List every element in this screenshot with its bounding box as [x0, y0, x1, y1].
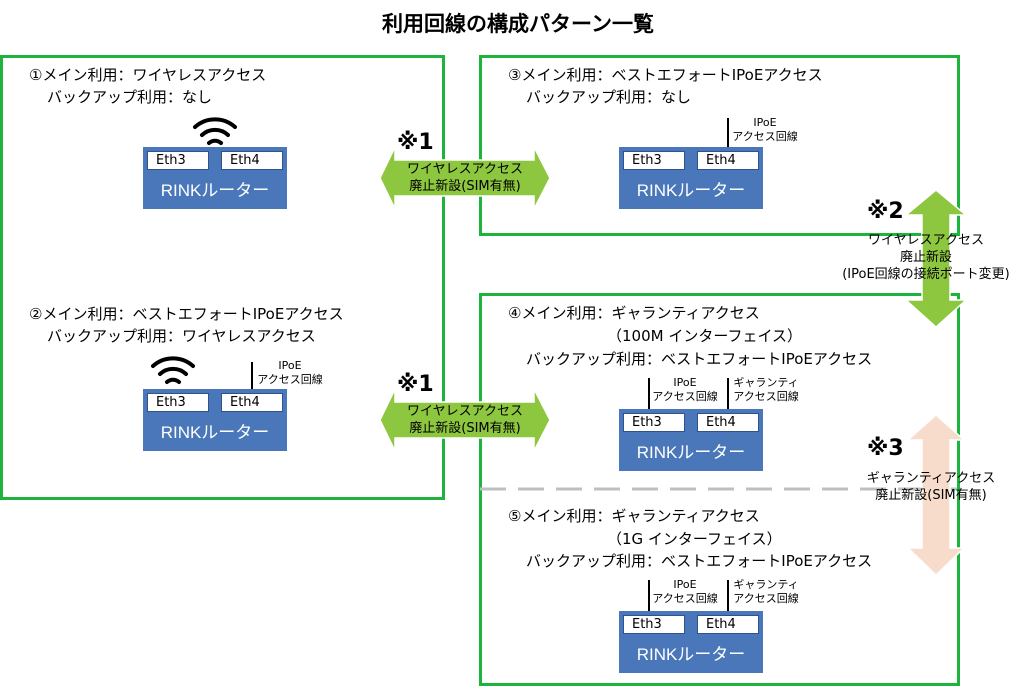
pattern1-backup: バックアップ利用：なし	[47, 88, 213, 106]
port-eth4: Eth4	[697, 151, 759, 170]
wifi-icon	[151, 356, 195, 384]
cable-guarantee	[727, 580, 729, 612]
router-pattern5: Eth3 Eth4 RINKルーター	[619, 611, 763, 673]
cable-ipoe	[727, 118, 729, 150]
router-pattern1: Eth3 Eth4 RINKルーター	[143, 147, 287, 209]
note1-top-mark: ※1	[397, 130, 434, 155]
port-eth3: Eth3	[147, 393, 209, 412]
arrow-note2	[903, 189, 969, 329]
note2-mark: ※2	[867, 199, 904, 224]
cable-label-guarantee: ギャランティ アクセス回線	[733, 376, 799, 403]
port-eth4: Eth4	[221, 393, 283, 412]
note1-bottom-mark: ※1	[397, 372, 434, 397]
note3-mark: ※3	[867, 436, 904, 461]
arrow-note1-top	[379, 146, 551, 210]
cable-label-guarantee: ギャランティ アクセス回線	[733, 578, 799, 605]
arrow-note1-bottom	[379, 388, 551, 452]
pattern5-sub: （1G インターフェイス）	[607, 530, 782, 548]
page-title: 利用回線の構成パターン一覧	[382, 12, 654, 36]
cable-label-ipoe: IPoE アクセス回線	[652, 376, 718, 403]
pattern4-sub: （100M インターフェイス）	[607, 327, 802, 345]
cable-guarantee	[727, 378, 729, 410]
router-label: RINKルーター	[636, 645, 746, 664]
cable-ipoe	[251, 362, 253, 394]
note1-bottom-text: ワイヤレスアクセス 廃止新設(SIM有無)	[407, 404, 523, 436]
port-eth3: Eth3	[623, 413, 685, 432]
router-label: RINKルーター	[636, 181, 746, 200]
pattern4-backup: バックアップ利用：ベストエフォートIPoEアクセス	[526, 350, 873, 368]
note1-top-text: ワイヤレスアクセス 廃止新設(SIM有無)	[407, 162, 523, 194]
wifi-icon	[193, 117, 237, 145]
pattern1-main: ①メイン利用：ワイヤレスアクセス	[29, 66, 267, 84]
pattern3-backup: バックアップ利用：なし	[526, 88, 692, 106]
port-eth4: Eth4	[697, 615, 759, 634]
router-pattern4: Eth3 Eth4 RINKルーター	[619, 409, 763, 471]
frame-right-top	[479, 55, 960, 236]
router-label: RINKルーター	[636, 443, 746, 462]
cable-ipoe	[648, 378, 650, 410]
pattern5-backup: バックアップ利用：ベストエフォートIPoEアクセス	[526, 552, 873, 570]
cable-label-ipoe: IPoE アクセス回線	[257, 359, 323, 386]
router-pattern2: Eth3 Eth4 RINKルーター	[143, 389, 287, 451]
port-eth3: Eth3	[623, 151, 685, 170]
cable-ipoe	[648, 580, 650, 612]
frame-left	[0, 55, 445, 500]
port-eth4: Eth4	[221, 151, 283, 170]
cable-label-ipoe: IPoE アクセス回線	[652, 578, 718, 605]
pattern3-main: ③メイン利用：ベストエフォートIPoEアクセス	[508, 66, 823, 84]
arrow-note3	[906, 413, 966, 577]
router-pattern3: Eth3 Eth4 RINKルーター	[619, 147, 763, 209]
port-eth3: Eth3	[623, 615, 685, 634]
pattern4-main: ④メイン利用：ギャランティアクセス	[508, 304, 760, 322]
note2-text: ワイヤレスアクセス 廃止新設 (IPoE回線の接続ポート変更)	[842, 233, 1010, 282]
pattern5-main: ⑤メイン利用：ギャランティアクセス	[508, 507, 760, 525]
pattern2-backup: バックアップ利用：ワイヤレスアクセス	[47, 327, 316, 345]
port-eth4: Eth4	[697, 413, 759, 432]
note3-text: ギャランティアクセス 廃止新設(SIM有無)	[866, 471, 996, 503]
pattern2-main: ②メイン利用：ベストエフォートIPoEアクセス	[29, 305, 344, 323]
port-eth3: Eth3	[147, 151, 209, 170]
router-label: RINKルーター	[160, 181, 270, 200]
router-label: RINKルーター	[160, 423, 270, 442]
cable-label-ipoe: IPoE アクセス回線	[732, 116, 798, 143]
